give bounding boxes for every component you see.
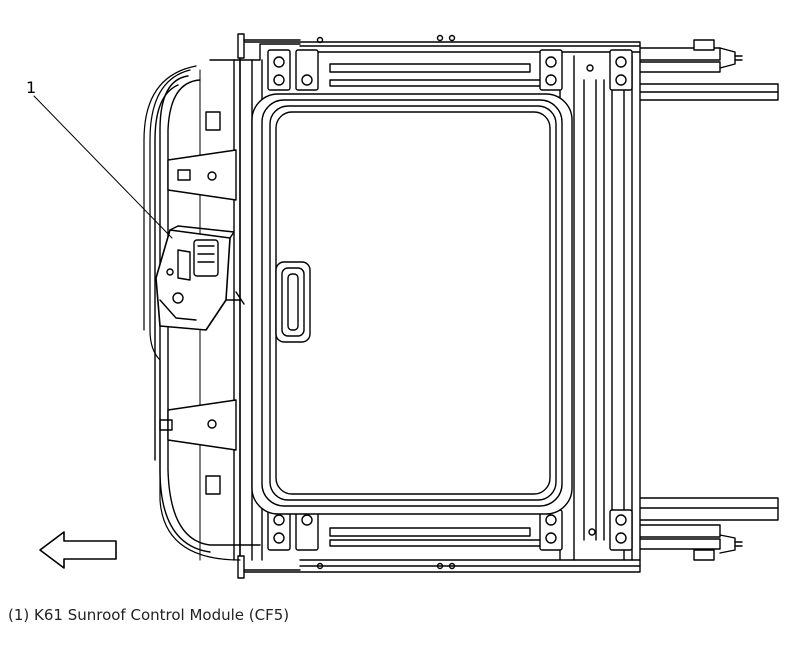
corner-brackets — [267, 34, 633, 570]
callout-1: 1 — [26, 78, 173, 239]
callout-number: 1 — [26, 78, 36, 97]
glass-panel — [251, 93, 573, 515]
drain-hoses — [143, 65, 241, 561]
sunroof-control-module — [155, 225, 245, 331]
left-arrow-icon — [39, 531, 117, 569]
figure-caption: (1) K61 Sunroof Control Module (CF5) — [8, 606, 290, 624]
panel-handle — [275, 261, 311, 343]
